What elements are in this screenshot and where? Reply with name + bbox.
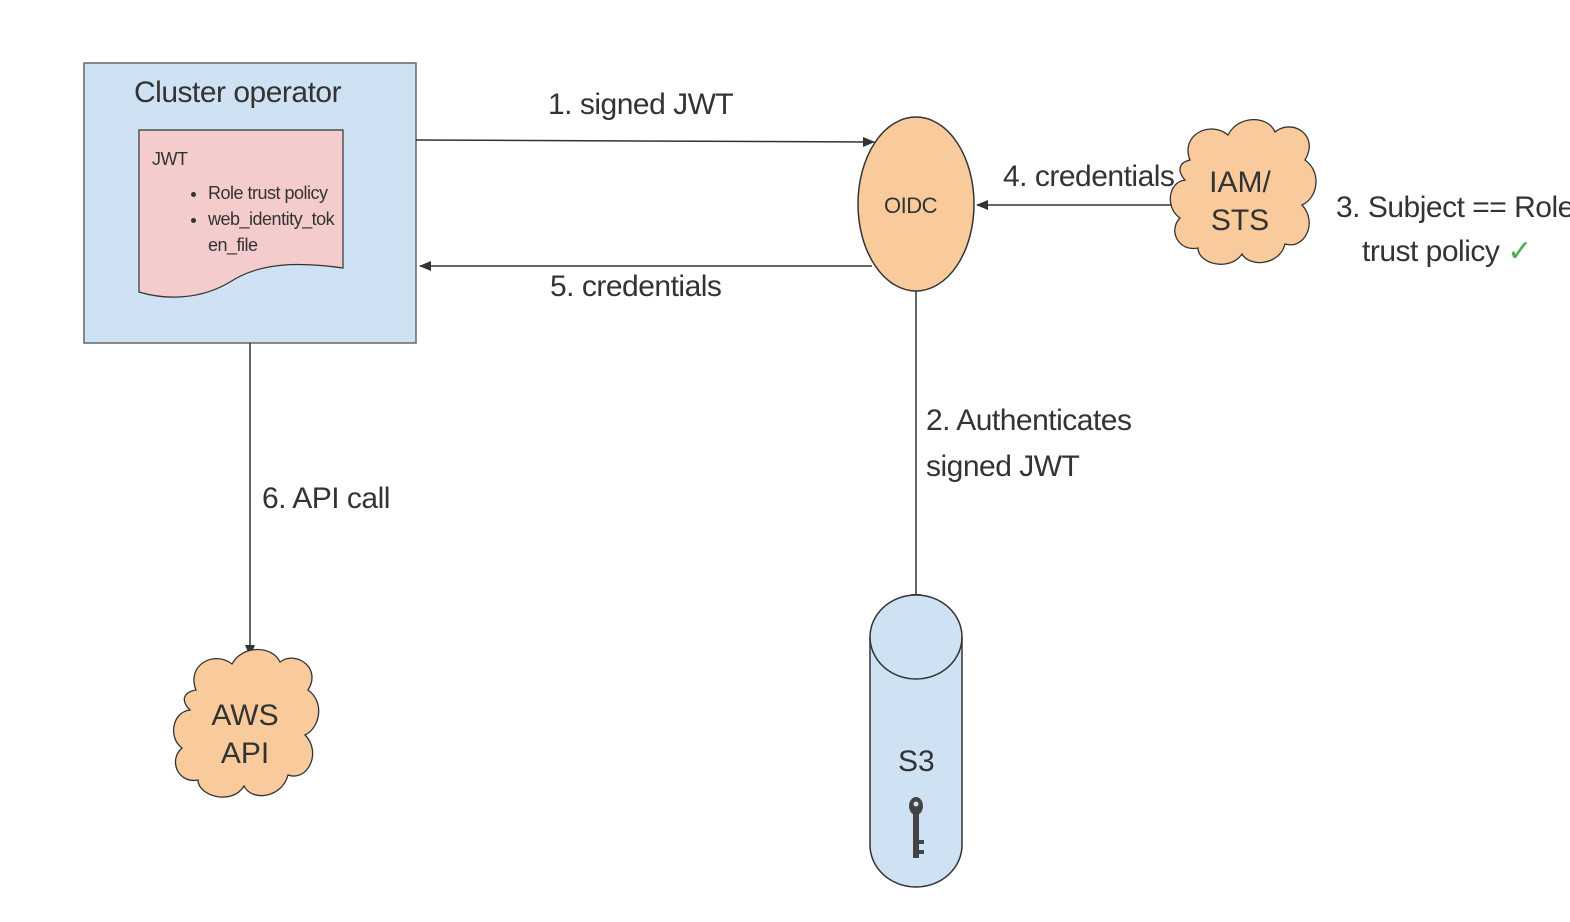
iam-sts-label-line2: STS: [1210, 204, 1270, 237]
step-1-label: 1. signed JWT: [548, 88, 734, 121]
cluster-operator-title: Cluster operator: [134, 76, 342, 109]
check-icon: ✓: [1507, 235, 1532, 268]
step-3-label: 3. Subject == Role trust policy ✓: [1336, 186, 1570, 274]
step-3-line2-wrap: trust policy ✓: [1336, 230, 1570, 274]
s3-cylinder-top: [869, 636, 963, 680]
jwt-item-role-trust-policy: Role trust policy: [208, 180, 338, 206]
step-4-label: 4. credentials: [1003, 160, 1175, 193]
step-3-line1: 3. Subject == Role: [1336, 191, 1570, 224]
iam-sts-cloud: [1169, 119, 1317, 265]
aws-api-cloud: [172, 648, 320, 798]
key-icon: [909, 797, 924, 858]
jwt-document: [138, 129, 344, 298]
step-2-line2: signed JWT: [926, 450, 1080, 483]
step-5-label: 5. credentials: [550, 270, 722, 303]
arrow-signed-jwt: [415, 136, 875, 147]
step-6-label: 6. API call: [262, 482, 390, 515]
step-3-line2: trust policy: [1362, 235, 1500, 268]
jwt-item-web-identity-token-file: web_identity_token_file: [208, 206, 338, 258]
jwt-title: JWT: [152, 149, 188, 169]
aws-api-label-line2: API: [220, 737, 270, 770]
oidc-label: OIDC: [884, 193, 938, 218]
s3-label: S3: [898, 745, 935, 778]
s3-cylinder: [869, 594, 963, 888]
step-2-line1: 2. Authenticates: [926, 404, 1132, 437]
aws-api-label-line1: AWS: [211, 699, 279, 732]
oidc-node: [857, 116, 975, 292]
aws-api-label: AWS API: [200, 697, 290, 773]
step-2-label: 2. Authenticates signed JWT: [926, 398, 1132, 490]
jwt-items-list: Role trust policy web_identity_token_fil…: [168, 180, 338, 258]
iam-sts-label: IAM/ STS: [1195, 164, 1285, 240]
iam-sts-label-line1: IAM/: [1209, 166, 1271, 199]
